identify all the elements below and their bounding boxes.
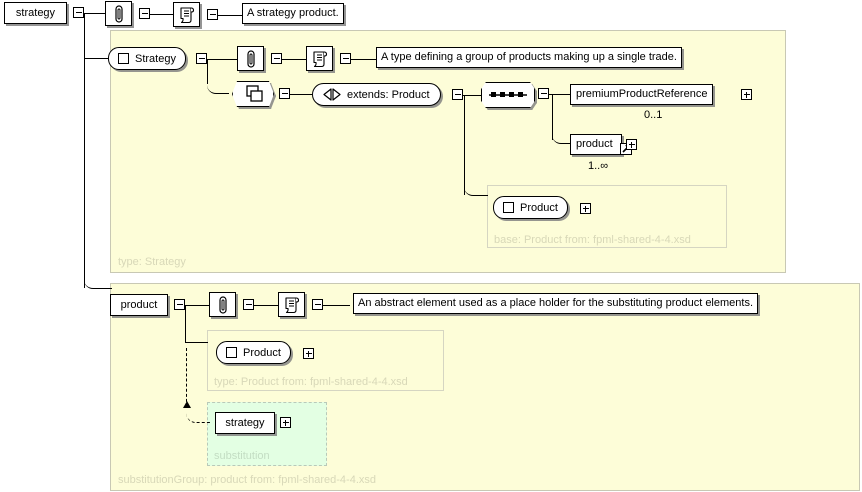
product-group-element-label: product (120, 298, 158, 311)
product-group-element[interactable]: product (110, 294, 168, 316)
strategy-paperclip-icon[interactable] (237, 46, 264, 71)
root-element-strategy[interactable]: strategy (4, 2, 67, 24)
connector-root-trunk (84, 13, 85, 288)
substitution-panel-label: substitution (214, 450, 270, 462)
paperclip-glyph (114, 4, 123, 23)
connector-trunk-to-strategy-type (84, 58, 111, 59)
product-child-toggle[interactable] (626, 139, 637, 150)
connector-extends-to-base (464, 186, 488, 196)
substitution-arrowhead (183, 401, 191, 408)
premiumproductreference-cardinality: 0..1 (644, 109, 663, 121)
annotation-toggle[interactable] (139, 8, 150, 19)
base-product-toggle[interactable] (580, 203, 591, 214)
connector-doc-to-text (218, 15, 242, 16)
strategy-documentation-toggle[interactable] (340, 53, 351, 64)
extension-glyph (246, 85, 263, 102)
connector-trunk-to-product-group (84, 278, 112, 289)
product-documentation-toggle[interactable] (312, 299, 323, 310)
product-documentation-box: An abstract element used as a place hold… (353, 293, 759, 314)
connector-sequence-to-child-1 (552, 132, 570, 144)
connector-product-anno-to-doc (254, 305, 278, 306)
substitution-connector-elbow (186, 411, 210, 423)
connector-root-to-annotation (84, 13, 105, 14)
extends-toggle[interactable] (452, 89, 463, 100)
connector-extends-trunk (464, 95, 465, 195)
product-scroll-icon[interactable] (278, 292, 305, 317)
connector-product-to-type (185, 342, 208, 343)
child-element-label: premiumProductReference (576, 88, 708, 100)
connector-strategy-to-extension (207, 78, 229, 94)
strategy-scroll-icon[interactable] (306, 46, 333, 71)
strategy-type-panel-label: type: Strategy (118, 256, 186, 268)
strategy-complextype[interactable]: Strategy (108, 47, 186, 70)
strategy-complextype-toggle[interactable] (196, 53, 207, 64)
product-paperclip-icon[interactable] (209, 292, 236, 317)
product-group-panel-label: substitutionGroup: product from: fpml-sh… (118, 474, 377, 486)
scroll-glyph (180, 6, 195, 23)
substitution-connector-line (186, 348, 187, 407)
sequence-glyph (489, 92, 527, 97)
sequence-toggle[interactable] (538, 88, 549, 99)
root-toggle[interactable] (73, 7, 84, 18)
connector-strategy-anno-to-doc (282, 59, 306, 60)
product-group-toggle[interactable] (174, 299, 185, 310)
connector-product-doc-to-text (323, 305, 350, 306)
premiumproductreference-toggle[interactable] (741, 89, 752, 100)
base-product-type[interactable]: Product (493, 196, 568, 219)
strategy-documentation-text: A type defining a group of products maki… (381, 51, 677, 63)
product-type-capsule[interactable]: Product (216, 341, 291, 364)
connector-extension-to-extends (290, 94, 312, 95)
strategy-complextype-label: Strategy (135, 52, 176, 65)
extends-product-label: extends: Product (347, 88, 430, 101)
connector-strategy-branch (207, 59, 208, 84)
triangles-icon (323, 88, 341, 101)
scroll-icon[interactable] (173, 2, 200, 27)
connector-extends-to-sequence (463, 95, 481, 96)
scroll-glyph (313, 50, 328, 67)
root-element-label: strategy (15, 6, 56, 19)
paperclip-glyph (246, 49, 255, 68)
root-documentation-text: A strategy product. (247, 7, 339, 19)
product-child-cardinality: 1..∞ (588, 160, 609, 172)
connector-strategy-doc-to-text (351, 59, 376, 60)
complextype-square-icon (118, 53, 129, 64)
complextype-square-icon (226, 347, 237, 358)
connector-sequence-trunk (552, 94, 553, 140)
connector-sequence-to-child-0 (549, 94, 571, 95)
child-element-premiumproductreference[interactable]: premiumProductReference (570, 84, 714, 105)
product-type-panel-label: type: Product from: fpml-shared-4-4.xsd (214, 376, 408, 388)
substitution-element-toggle[interactable] (280, 417, 291, 428)
sequence-icon[interactable] (481, 82, 535, 108)
substitution-element-label: strategy (225, 416, 265, 429)
base-product-label: Product (520, 201, 558, 214)
extension-toggle[interactable] (279, 88, 290, 99)
product-type-label: Product (243, 346, 281, 359)
connector-product-to-annotation (185, 305, 209, 306)
product-documentation-text: An abstract element used as a place hold… (358, 297, 754, 309)
extension-icon[interactable] (232, 81, 274, 107)
base-product-panel-label: base: Product from: fpml-shared-4-4.xsd (494, 234, 691, 246)
complextype-square-icon (503, 202, 514, 213)
paperclip-glyph (218, 295, 227, 314)
connector-product-trunk (185, 305, 186, 343)
child-element-product[interactable]: product (570, 134, 622, 155)
paperclip-icon[interactable] (105, 1, 132, 26)
scroll-glyph (285, 296, 300, 313)
product-type-toggle[interactable] (303, 348, 314, 359)
root-documentation-box: A strategy product. (242, 3, 344, 24)
documentation-toggle[interactable] (207, 9, 218, 20)
strategy-documentation-box: A type defining a group of products maki… (376, 47, 682, 68)
substitution-element-strategy[interactable]: strategy (215, 412, 275, 434)
connector-strategy-to-annotation (207, 59, 237, 60)
child-element-label: product (576, 138, 613, 150)
product-annotation-toggle[interactable] (243, 299, 254, 310)
extends-product-capsule[interactable]: extends: Product (312, 83, 441, 106)
strategy-annotation-toggle[interactable] (271, 53, 282, 64)
connector-annotation-to-doc (150, 14, 173, 15)
